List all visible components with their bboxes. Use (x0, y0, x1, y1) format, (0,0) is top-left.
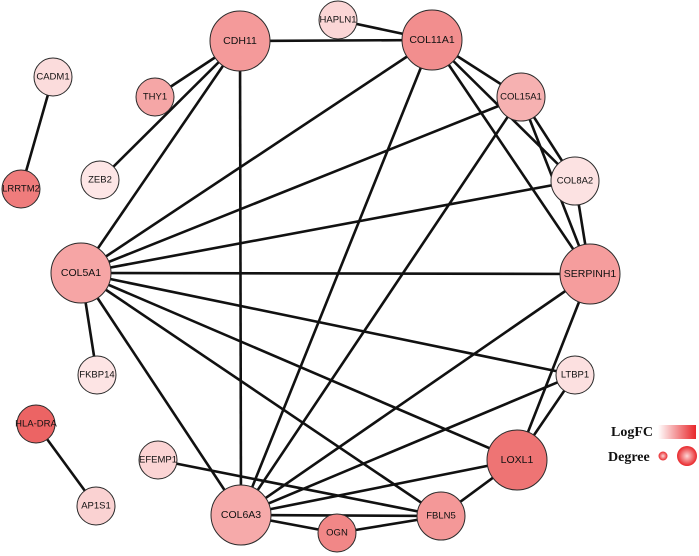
node-label-col5a1: COL5A1 (61, 267, 101, 279)
legend-degree-large-circle (677, 446, 697, 466)
edge-col15a1-col5a1 (80, 95, 522, 275)
node-label-serpinh1: SERPINH1 (564, 268, 617, 280)
edge-serpinh1-col6a3 (240, 272, 591, 517)
edge-col15a1-col6a3 (239, 96, 523, 516)
legend: LogFC Degree (608, 425, 697, 466)
edge-serpinh1-col5a1 (80, 271, 591, 276)
edge-col11a1-col5a1 (80, 38, 433, 275)
node-col5a1[interactable]: COL5A1 (50, 242, 112, 304)
node-fkbp14[interactable]: FKBP14 (77, 355, 117, 395)
node-label-col11a1: COL11A1 (409, 34, 454, 46)
edge-loxl1-col6a3 (240, 458, 518, 517)
edge-col5a1-col6a3 (79, 272, 243, 516)
node-thy1[interactable]: THY1 (135, 77, 175, 117)
edge-cdh11-zeb2 (99, 40, 241, 181)
node-circle-fbln5 (416, 491, 466, 541)
node-label-ap1s1: AP1S1 (81, 501, 111, 512)
node-circle-ap1s1 (76, 486, 116, 526)
node-circle-thy1 (135, 77, 175, 117)
edge-col11a1-col6a3 (239, 39, 434, 516)
node-circle-serpinh1 (559, 243, 621, 305)
node-label-fbln5: FBLN5 (426, 511, 456, 522)
node-label-col8a2: COL8A2 (557, 176, 593, 187)
legend-logfc-gradient (658, 425, 696, 439)
node-label-hla-dra: HLA-DRA (15, 419, 57, 430)
node-label-col15a1: COL15A1 (500, 92, 542, 103)
node-ap1s1[interactable]: AP1S1 (76, 486, 116, 526)
node-label-lrrtm2: LRRTM2 (2, 184, 40, 195)
node-col11a1[interactable]: COL11A1 (401, 9, 463, 71)
node-col15a1[interactable]: COL15A1 (496, 72, 546, 122)
node-circle-cdh11 (209, 10, 271, 72)
node-label-ltbp1: LTBP1 (561, 370, 589, 381)
node-col8a2[interactable]: COL8A2 (550, 156, 600, 206)
node-hla-dra[interactable]: HLA-DRA (15, 404, 58, 444)
node-serpinh1[interactable]: SERPINH1 (559, 243, 621, 305)
node-fbln5[interactable]: FBLN5 (416, 491, 466, 541)
node-label-hapln1: HAPLN1 (320, 15, 357, 26)
edge-cdh11-col5a1 (79, 40, 242, 274)
node-col6a3[interactable]: COL6A3 (210, 484, 272, 546)
node-circle-col15a1 (496, 72, 546, 122)
node-cdh11[interactable]: CDH11 (209, 10, 271, 72)
node-circle-hapln1 (318, 0, 358, 40)
node-circle-ogn (317, 513, 357, 553)
node-label-ogn: OGN (326, 528, 348, 539)
node-label-fkbp14: FKBP14 (79, 370, 114, 381)
legend-degree-label: Degree (608, 450, 650, 465)
node-label-col6a3: COL6A3 (221, 509, 261, 521)
edge-ltbp1-col6a3 (240, 373, 576, 517)
node-circle-loxl1 (486, 429, 548, 491)
node-zeb2[interactable]: ZEB2 (80, 160, 120, 200)
node-circle-col8a2 (550, 156, 600, 206)
node-circle-col5a1 (50, 242, 112, 304)
node-circle-efemp1 (138, 440, 178, 480)
node-circle-hla-dra (16, 404, 56, 444)
node-hapln1[interactable]: HAPLN1 (318, 0, 358, 40)
edge-col5a1-loxl1 (80, 271, 518, 462)
edge-serpinh1-loxl1 (515, 273, 592, 461)
edge-efemp1-fbln5 (157, 458, 442, 518)
node-label-cadm1: CADM1 (36, 72, 69, 83)
node-circle-ltbp1 (555, 355, 595, 395)
edge-col11a1-serpinh1 (430, 39, 592, 275)
legend-logfc-label: LogFC (611, 425, 653, 440)
node-label-zeb2: ZEB2 (88, 175, 112, 186)
node-loxl1[interactable]: LOXL1 (486, 429, 548, 491)
edge-col8a2-col5a1 (80, 179, 576, 275)
node-circle-lrrtm2 (1, 169, 41, 209)
node-label-efemp1: EFEMP1 (139, 455, 177, 466)
node-ogn[interactable]: OGN (317, 513, 357, 553)
node-circle-cadm1 (33, 57, 73, 97)
edge-cdh11-col11a1 (239, 38, 433, 43)
node-efemp1[interactable]: EFEMP1 (138, 440, 178, 480)
node-circle-zeb2 (80, 160, 120, 200)
node-label-thy1: THY1 (143, 92, 167, 103)
node-label-cdh11: CDH11 (223, 35, 257, 47)
legend-degree-small-circle (658, 451, 668, 461)
edge-col5a1-fbln5 (80, 271, 442, 518)
node-label-loxl1: LOXL1 (501, 454, 534, 466)
node-circle-col6a3 (210, 484, 272, 546)
node-lrrtm2[interactable]: LRRTM2 (1, 169, 41, 209)
node-ltbp1[interactable]: LTBP1 (555, 355, 595, 395)
node-cadm1[interactable]: CADM1 (33, 57, 73, 97)
node-circle-fkbp14 (77, 355, 117, 395)
node-circle-col11a1 (401, 9, 463, 71)
edge-cdh11-col6a3 (238, 40, 243, 516)
edge-col5a1-ltbp1 (80, 271, 576, 377)
